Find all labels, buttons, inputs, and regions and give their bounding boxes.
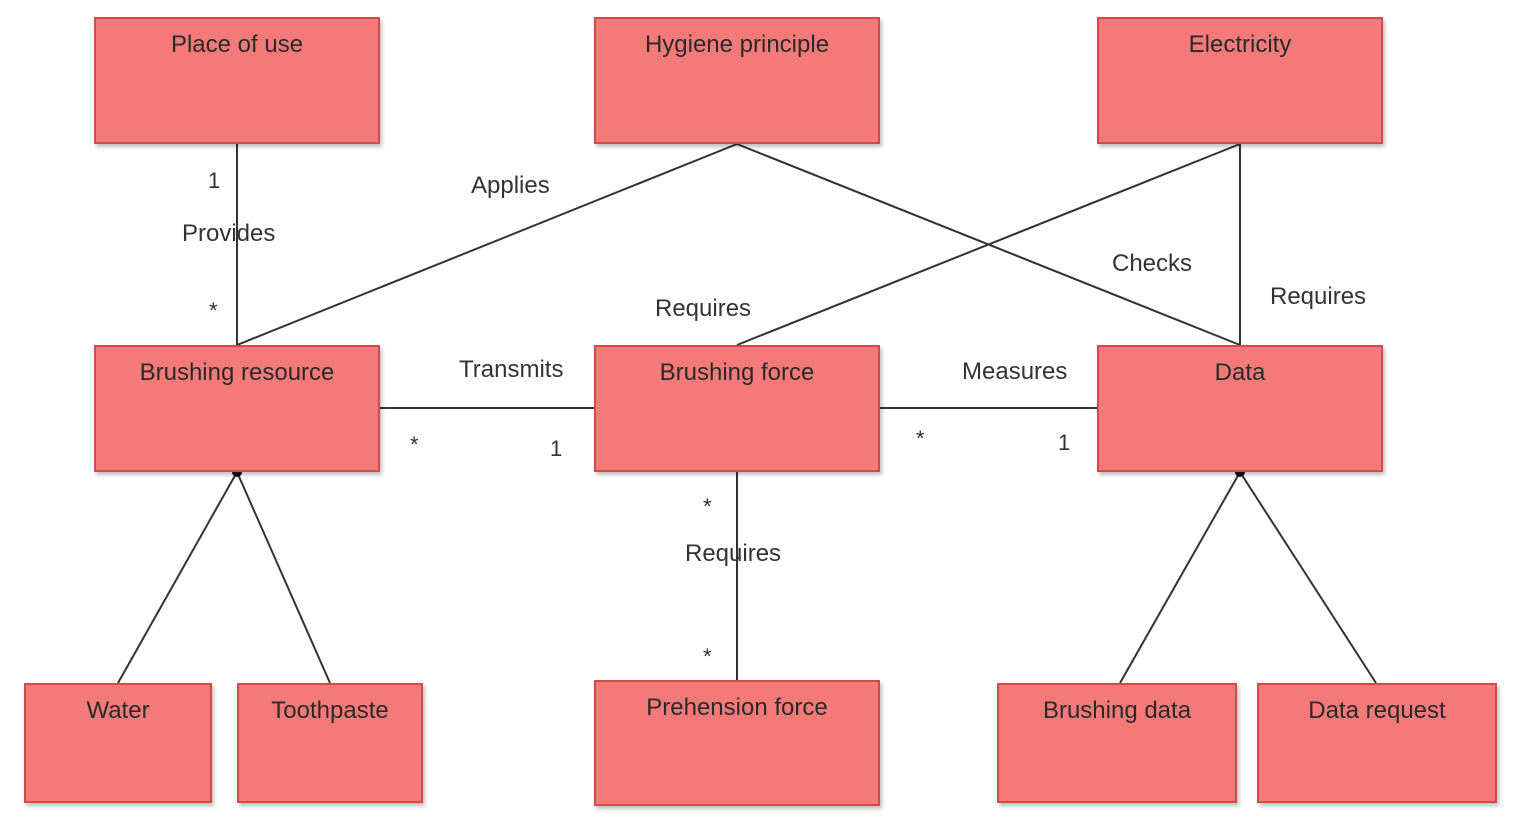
relation-label-checks: Checks <box>1112 250 1193 277</box>
link-water <box>117 471 238 684</box>
entity-brushing-force: Brushing force <box>594 345 880 472</box>
multiplicity-label: * <box>209 298 218 323</box>
multiplicity-label: * <box>410 432 419 457</box>
link-requires-force <box>736 143 1241 346</box>
relation-label-applies: Applies <box>471 172 550 199</box>
multiplicity-label: * <box>703 494 712 519</box>
link-applies <box>236 143 738 346</box>
entity-prehension-force: Prehension force <box>594 680 880 806</box>
link-data-request <box>1239 471 1377 684</box>
entity-brushing-data: Brushing data <box>997 683 1237 803</box>
multiplicity-label: 1 <box>550 436 563 461</box>
entity-data: Data <box>1097 345 1383 472</box>
entity-hygiene-principle: Hygiene principle <box>594 17 880 144</box>
multiplicity-label: * <box>703 644 712 669</box>
relation-label-transmits: Transmits <box>459 356 564 383</box>
relation-label-requires-data: Requires <box>1270 283 1367 310</box>
multiplicity-label: 1 <box>1058 430 1071 455</box>
entity-electricity: Electricity <box>1097 17 1383 144</box>
relation-label-measures: Measures <box>962 358 1068 385</box>
relation-label-provides: Provides <box>182 220 276 247</box>
entity-water: Water <box>24 683 212 803</box>
relation-label-requires-prehension: Requires <box>685 540 782 567</box>
link-toothpaste <box>236 471 331 684</box>
entity-place-of-use: Place of use <box>94 17 380 144</box>
entity-data-request: Data request <box>1257 683 1497 803</box>
multiplicity-label: 1 <box>208 168 221 193</box>
link-brushing-data <box>1119 471 1241 684</box>
multiplicity-label: * <box>916 426 925 451</box>
entity-toothpaste: Toothpaste <box>237 683 423 803</box>
relation-label-requires-force: Requires <box>655 295 752 322</box>
entity-brushing-resource: Brushing resource <box>94 345 380 472</box>
